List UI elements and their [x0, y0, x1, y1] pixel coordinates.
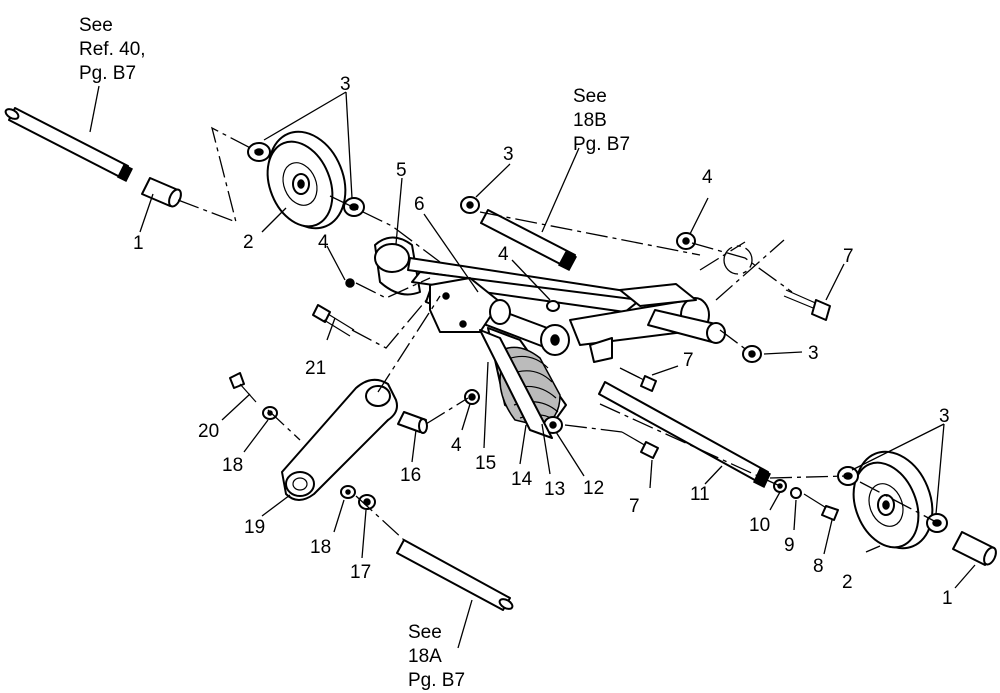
callout-labels: 1 1 2 2 3 3 3 3 4 4 4 4 5 6 7 7 7 8 9 10…	[133, 74, 953, 609]
nut-4-center	[546, 300, 560, 312]
bolt-20	[229, 372, 257, 403]
bushing-1-right	[952, 531, 997, 566]
reference-top-center-line2: 18B	[573, 110, 607, 131]
left-wheel	[266, 130, 347, 230]
callout-18: 18	[222, 455, 243, 476]
bolt-21	[312, 304, 355, 337]
bushing-1-left	[141, 177, 182, 208]
callout-2: 2	[842, 572, 853, 593]
callout-10: 10	[749, 515, 770, 536]
callout-12: 12	[583, 478, 604, 499]
callout-2: 2	[243, 232, 254, 253]
washer-3-left-b	[343, 197, 365, 217]
washer-3-left-a	[247, 142, 271, 162]
callout-4: 4	[498, 244, 509, 265]
reference-bottom-center-line3: Pg. B7	[408, 670, 465, 691]
reference-top-center-line3: Pg. B7	[573, 134, 630, 155]
lower-shaft	[396, 539, 514, 611]
swing-arm	[374, 236, 726, 363]
nut-17	[358, 494, 376, 510]
nut-4-upper-right	[676, 232, 696, 250]
bolt-7-upper	[783, 289, 831, 321]
callout-11: 11	[690, 484, 710, 505]
callout-15: 15	[475, 453, 496, 474]
reference-top-left: See Ref. 40, Pg. B7	[79, 15, 146, 84]
alignment-lines	[177, 126, 939, 541]
callout-1: 1	[133, 233, 144, 254]
callout-20: 20	[198, 421, 219, 442]
nut-4-left	[345, 278, 355, 288]
nut-4-lower	[464, 389, 480, 405]
callout-21: 21	[305, 358, 326, 379]
bolt-7-lower	[621, 431, 659, 459]
bolt-7-middle	[627, 371, 657, 392]
callout-16: 16	[400, 465, 421, 486]
leader-lines	[89, 85, 976, 649]
reference-top-center: See 18B Pg. B7	[573, 86, 630, 155]
callout-13: 13	[544, 479, 565, 500]
callout-3: 3	[503, 144, 514, 165]
callout-5: 5	[396, 160, 407, 181]
callout-3: 3	[939, 406, 950, 427]
callout-4: 4	[318, 232, 329, 253]
callout-7: 7	[843, 246, 854, 267]
reference-bottom-center-line1: See	[408, 622, 442, 643]
callout-8: 8	[813, 556, 824, 577]
callout-17: 17	[350, 562, 371, 583]
lockwasher-9	[790, 487, 802, 499]
reference-top-left-line3: Pg. B7	[79, 63, 136, 84]
upper-shaft	[480, 209, 578, 271]
callout-14: 14	[511, 469, 533, 490]
washer-3-upper	[460, 196, 480, 214]
washer-18-lower	[340, 485, 356, 499]
top-left-shaft	[4, 107, 134, 183]
bolt-8	[803, 493, 839, 521]
reference-top-left-line1: See	[79, 15, 113, 36]
reference-bottom-center: See 18A Pg. B7	[408, 622, 465, 691]
link-19	[281, 378, 398, 501]
bushing-16	[397, 411, 428, 434]
callout-19: 19	[244, 517, 265, 538]
reference-top-center-line1: See	[573, 86, 607, 107]
callout-7: 7	[683, 350, 694, 371]
callout-9: 9	[784, 535, 795, 556]
callout-1: 1	[942, 588, 953, 609]
callout-18: 18	[310, 537, 331, 558]
reference-bottom-center-line2: 18A	[408, 646, 442, 667]
callout-4: 4	[451, 435, 462, 456]
callout-3: 3	[340, 74, 351, 95]
reference-top-left-line2: Ref. 40,	[79, 39, 146, 60]
axle-11	[598, 381, 771, 489]
spring-shock	[479, 327, 567, 439]
callout-4: 4	[702, 167, 713, 188]
callout-7: 7	[629, 496, 640, 517]
callout-3: 3	[808, 343, 819, 364]
callout-6: 6	[414, 194, 425, 215]
